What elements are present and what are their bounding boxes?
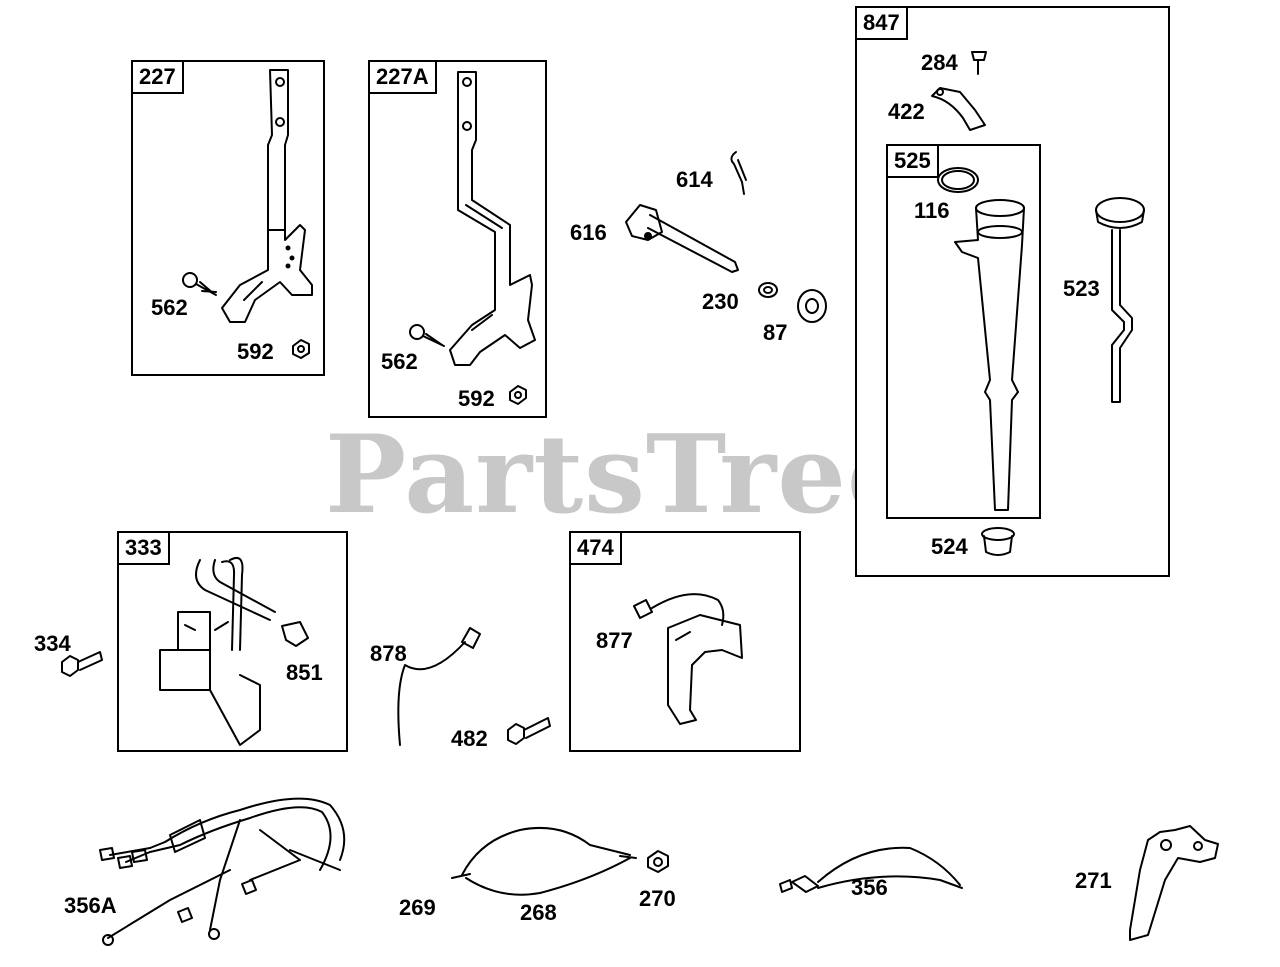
label-334: 334 xyxy=(34,631,71,656)
box-227: 227 xyxy=(131,60,325,376)
governor-lever-icon xyxy=(449,71,536,366)
screw-icon xyxy=(971,51,987,75)
screw-icon xyxy=(409,324,445,347)
label-562: 562 xyxy=(381,349,418,374)
label-524: 524 xyxy=(931,534,968,559)
label-592: 592 xyxy=(237,339,274,364)
label-616: 616 xyxy=(570,220,607,245)
box-333-label: 333 xyxy=(117,531,170,565)
nut-icon xyxy=(509,385,527,405)
label-356a: 356A xyxy=(64,893,117,918)
hairpin-clip-icon xyxy=(730,151,747,195)
ignition-armature-icon xyxy=(159,556,276,746)
label-851: 851 xyxy=(286,660,323,685)
label-562: 562 xyxy=(151,295,188,320)
o-ring-icon xyxy=(937,167,979,193)
box-227-label: 227 xyxy=(131,60,184,94)
ground-wire-icon xyxy=(633,593,743,725)
oil-seal-icon xyxy=(797,289,827,323)
label-268: 268 xyxy=(520,900,557,925)
bolt-icon xyxy=(61,651,103,677)
label-269: 269 xyxy=(399,895,436,920)
clamp-icon xyxy=(931,87,986,131)
nut-icon xyxy=(292,339,310,359)
label-878: 878 xyxy=(370,641,407,666)
wiring-harness-icon xyxy=(99,797,346,946)
nut-icon xyxy=(647,850,669,873)
wire-lead-icon xyxy=(397,627,481,746)
label-116: 116 xyxy=(914,198,950,223)
label-877: 877 xyxy=(596,628,633,653)
box-847-label: 847 xyxy=(855,6,908,40)
label-422: 422 xyxy=(888,99,925,124)
label-356: 356 xyxy=(851,875,888,900)
label-592: 592 xyxy=(458,386,495,411)
dipstick-icon xyxy=(1095,197,1145,403)
box-525-label: 525 xyxy=(886,144,939,178)
label-284: 284 xyxy=(921,50,958,75)
screw-icon xyxy=(182,272,217,296)
label-271: 271 xyxy=(1075,868,1112,893)
spark-plug-boot-icon xyxy=(281,621,309,647)
grommet-icon xyxy=(981,527,1015,556)
alternator-lead-icon xyxy=(779,846,963,893)
box-474: 474 xyxy=(569,531,801,752)
label-482: 482 xyxy=(451,726,488,751)
label-523: 523 xyxy=(1063,276,1100,301)
label-87: 87 xyxy=(763,320,788,345)
label-614: 614 xyxy=(676,167,713,192)
box-227a-label: 227A xyxy=(368,60,437,94)
washer-icon xyxy=(758,282,778,298)
label-270: 270 xyxy=(639,886,676,911)
bolt-icon xyxy=(507,717,551,745)
governor-lever-icon xyxy=(221,69,313,323)
watermark: PartsTree xyxy=(325,412,917,538)
bracket-icon xyxy=(1129,825,1219,941)
cable-icon xyxy=(451,826,637,896)
dipstick-tube-icon xyxy=(954,199,1025,511)
governor-shaft-icon xyxy=(625,204,739,273)
label-230: 230 xyxy=(702,289,739,314)
box-474-label: 474 xyxy=(569,531,622,565)
